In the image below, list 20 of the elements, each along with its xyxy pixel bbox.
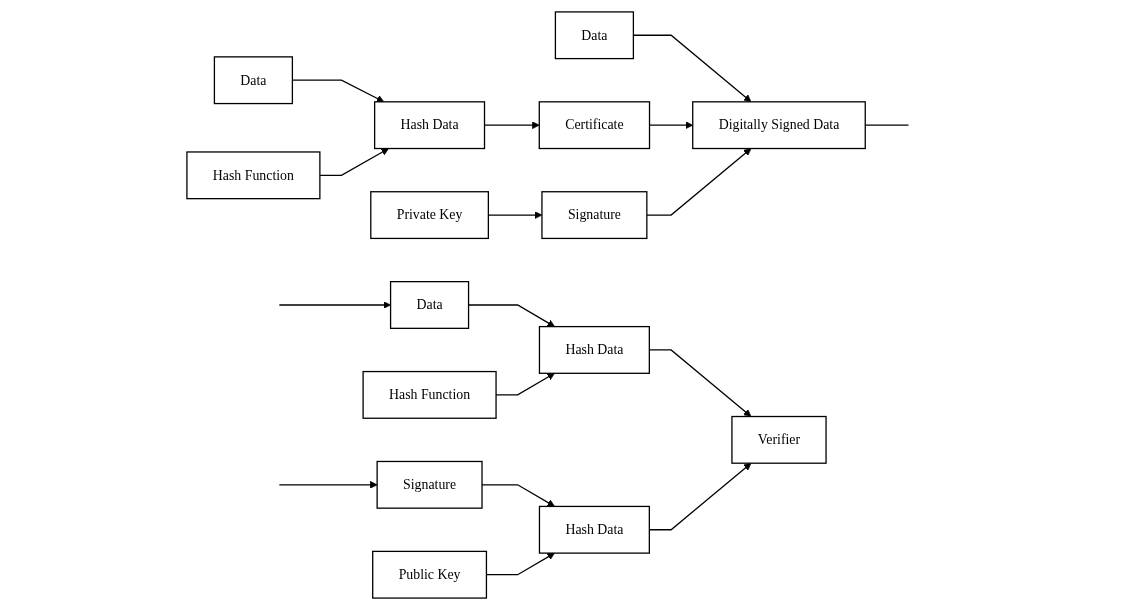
node-box: Hash Function <box>362 370 497 419</box>
node-box: Data <box>213 56 293 105</box>
node-box: Digitally Signed Data <box>691 101 866 150</box>
node-box: Private Key <box>370 191 489 240</box>
node-box: Signature <box>541 191 648 240</box>
arrow <box>481 484 555 507</box>
node-box: Verifier <box>731 415 827 464</box>
arrow <box>319 148 389 176</box>
node-box: Public Key <box>371 550 487 599</box>
node-box: Hash Data <box>538 505 650 554</box>
node-box: Certificate <box>538 101 651 150</box>
node-box: Hash Function <box>186 151 321 200</box>
node-box: Signature <box>376 460 483 509</box>
node-box: Data <box>554 11 634 60</box>
node-box: Data <box>389 281 470 329</box>
node-box: Hash Data <box>373 101 485 150</box>
arrow <box>646 148 752 216</box>
arrow <box>495 372 555 396</box>
node-box: Hash Data <box>538 325 650 374</box>
arrow <box>278 301 391 309</box>
